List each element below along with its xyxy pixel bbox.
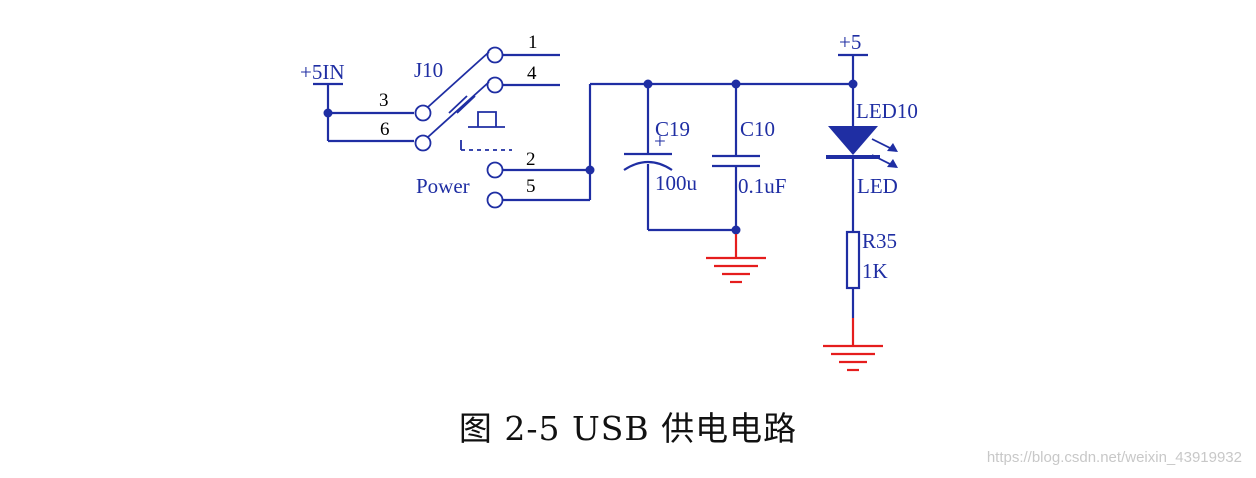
ground-symbol-1: [706, 234, 766, 284]
switch-j10: [328, 46, 590, 209]
capacitor-c10: [712, 84, 760, 235]
led-led10: [826, 84, 898, 232]
capacitor-c19: [623, 84, 736, 232]
vcc-label: +5: [839, 30, 861, 54]
pin-5-label: 5: [526, 176, 536, 197]
pin-4-label: 4: [527, 63, 537, 84]
pin-6-label: 6: [380, 119, 390, 140]
c10-label: C10: [740, 117, 775, 141]
c19-polarity: +: [654, 129, 666, 153]
pin-2-label: 2: [526, 149, 536, 170]
power-label: Power: [416, 174, 470, 198]
vin-label: +5IN: [300, 60, 345, 84]
c19-value: 100u: [655, 171, 698, 195]
watermark-url: https://blog.csdn.net/weixin_43919932: [986, 449, 1242, 466]
pin-1-label: 1: [528, 32, 538, 53]
c19-label: C19: [655, 117, 690, 141]
pin-3-label: 3: [379, 90, 389, 111]
figure-caption: 图 2-5 USB 供电电路: [458, 409, 798, 448]
r35-value: 1K: [862, 259, 888, 283]
resistor-r35: [845, 230, 861, 318]
led-value-label: LED: [857, 174, 898, 198]
j10-label: J10: [414, 58, 443, 82]
c10-value: 0.1uF: [738, 174, 786, 198]
supply-rail: [585, 79, 858, 200]
r35-label: R35: [862, 229, 897, 253]
ground-symbol-2: [823, 318, 883, 372]
vcc-port: [838, 53, 868, 84]
led-ref-label: LED10: [856, 99, 918, 123]
